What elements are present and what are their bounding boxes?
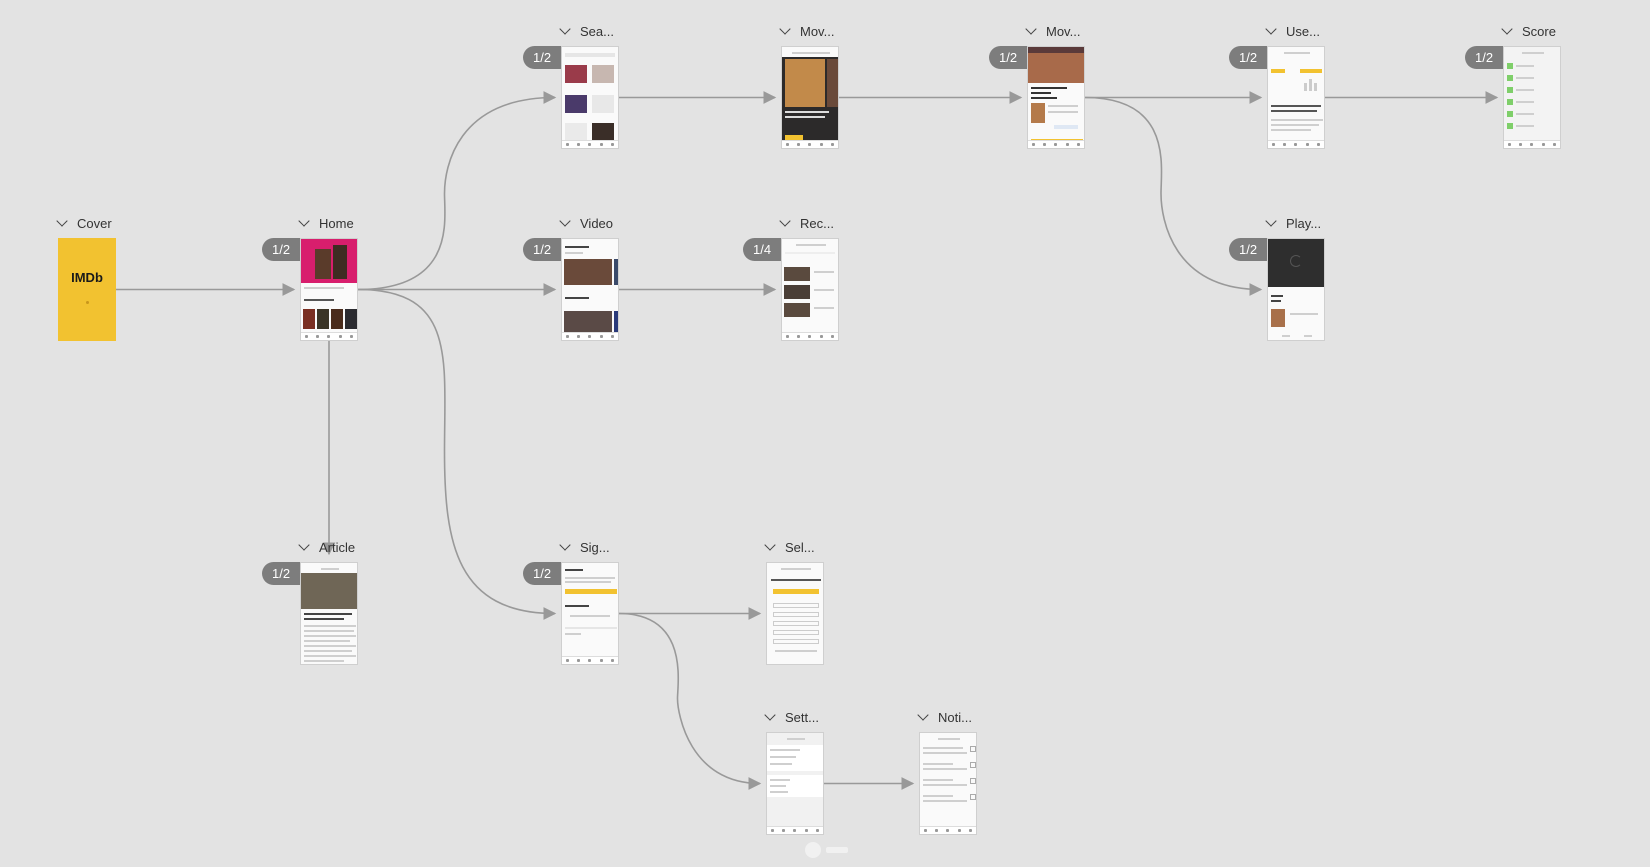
screen-thumbnail[interactable] [766, 562, 824, 665]
screen-thumbnail[interactable] [561, 238, 619, 341]
node-title: Noti... [938, 709, 972, 725]
chevron-down-icon[interactable] [779, 23, 791, 35]
hero-figure [333, 245, 347, 279]
imdb-logo: IMDb [71, 269, 103, 285]
screen-thumbnail[interactable] [1503, 46, 1561, 149]
chevron-down-icon[interactable] [779, 215, 791, 227]
node-header[interactable]: Home [298, 214, 354, 232]
screen-thumbnail[interactable] [561, 46, 619, 149]
variant-badge[interactable]: 1/2 [262, 562, 301, 585]
chevron-down-icon[interactable] [559, 539, 571, 551]
chevron-down-icon[interactable] [298, 539, 310, 551]
loading-dot [85, 300, 89, 304]
link-movie_detail-to-player [1084, 96, 1263, 296]
variant-badge[interactable]: 1/2 [1229, 46, 1268, 69]
screen-thumbnail[interactable] [781, 46, 839, 149]
node-title: Play... [1286, 215, 1322, 231]
variant-badge[interactable]: 1/2 [989, 46, 1028, 69]
spinner-icon [1290, 255, 1302, 267]
variant-badge[interactable]: 1/2 [523, 562, 562, 585]
variant-badge[interactable]: 1/2 [262, 238, 301, 261]
screen-thumbnail[interactable] [919, 732, 977, 835]
node-header[interactable]: Sett... [764, 708, 819, 726]
screen-thumbnail[interactable] [781, 238, 839, 341]
node-title: Score [1522, 23, 1556, 39]
chevron-down-icon[interactable] [764, 539, 776, 551]
chevron-down-icon[interactable] [56, 215, 68, 227]
chevron-down-icon[interactable] [1501, 23, 1513, 35]
watermark-logo [805, 842, 848, 858]
chevron-down-icon[interactable] [559, 215, 571, 227]
variant-badge[interactable]: 1/2 [1465, 46, 1504, 69]
node-title: Article [319, 539, 356, 555]
variant-badge[interactable]: 1/2 [523, 238, 562, 261]
node-header[interactable]: Video [559, 214, 614, 232]
variant-badge[interactable]: 1/2 [523, 46, 562, 69]
screen-thumbnail[interactable] [766, 732, 824, 835]
node-header[interactable]: Rec... [779, 214, 834, 232]
node-header[interactable]: Mov... [1025, 22, 1081, 40]
node-header[interactable]: Play... [1265, 214, 1322, 232]
link-home-to-search [357, 91, 557, 291]
node-title: Sig... [580, 539, 610, 555]
chevron-down-icon[interactable] [1265, 23, 1277, 35]
node-title: Sett... [785, 709, 819, 725]
node-title: Home [319, 215, 354, 231]
screen-thumbnail[interactable] [1267, 46, 1325, 149]
variant-badge[interactable]: 1/4 [743, 238, 782, 261]
variant-badge[interactable]: 1/2 [1229, 238, 1268, 261]
node-header[interactable]: Sig... [559, 538, 610, 556]
chevron-down-icon[interactable] [917, 709, 929, 721]
screen-thumbnail[interactable] [1027, 46, 1085, 149]
node-header[interactable]: Use... [1265, 22, 1320, 40]
node-title: Sea... [580, 23, 614, 39]
chevron-down-icon[interactable] [1265, 215, 1277, 227]
node-title: Cover [77, 215, 112, 231]
node-header[interactable]: Mov... [779, 22, 835, 40]
link-signin-to-settings [618, 612, 762, 790]
node-header[interactable]: Cover [56, 214, 112, 232]
node-title: Use... [1286, 23, 1320, 39]
screen-thumbnail[interactable] [1267, 238, 1325, 341]
node-header[interactable]: Noti... [917, 708, 972, 726]
screen-thumbnail[interactable]: IMDb [58, 238, 116, 341]
node-title: Rec... [800, 215, 834, 231]
chevron-down-icon[interactable] [559, 23, 571, 35]
screen-thumbnail[interactable] [300, 562, 358, 665]
screen-thumbnail[interactable] [561, 562, 619, 665]
node-header[interactable]: Sea... [559, 22, 614, 40]
node-title: Sel... [785, 539, 815, 555]
node-header[interactable]: Score [1501, 22, 1556, 40]
chevron-down-icon[interactable] [764, 709, 776, 721]
node-title: Mov... [800, 23, 835, 39]
hero-figure [315, 249, 331, 279]
chevron-down-icon[interactable] [298, 215, 310, 227]
node-title: Video [580, 215, 614, 231]
chevron-down-icon[interactable] [1025, 23, 1037, 35]
screen-thumbnail[interactable] [300, 238, 358, 341]
node-title: Mov... [1046, 23, 1081, 39]
node-header[interactable]: Sel... [764, 538, 815, 556]
node-header[interactable]: Article [298, 538, 356, 556]
